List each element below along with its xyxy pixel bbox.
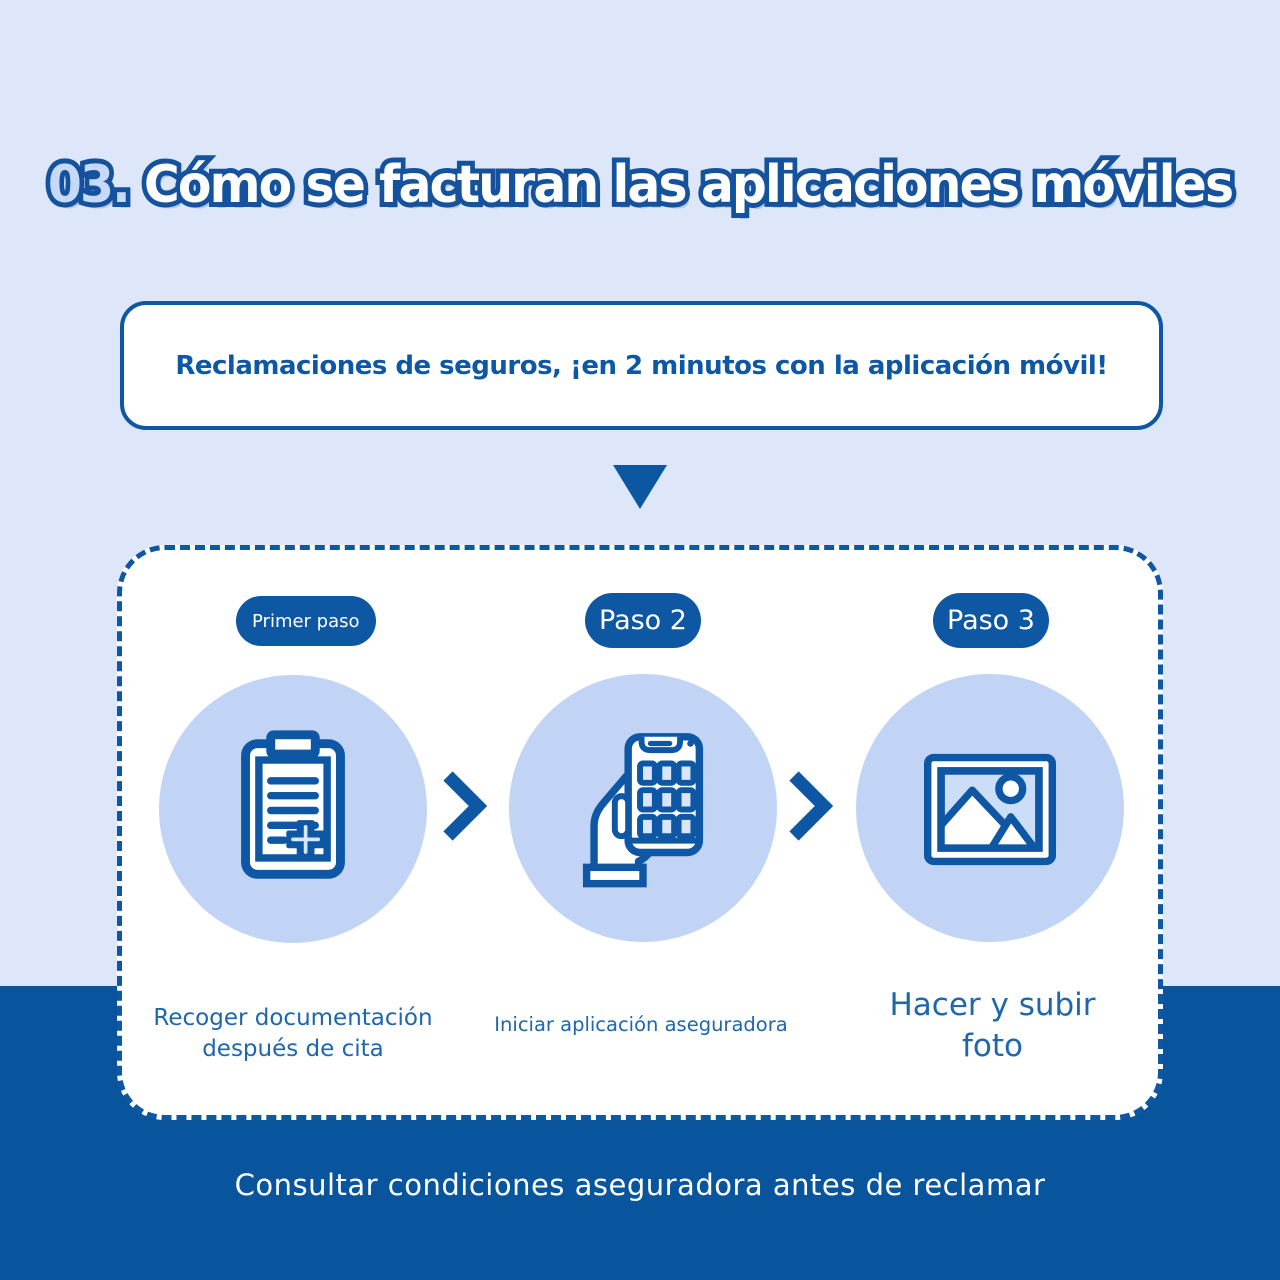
step-badge-2-label: Paso 2 — [599, 605, 687, 636]
step-1-circle — [159, 675, 427, 943]
step-2-circle — [509, 674, 777, 942]
step-2-caption: Iniciar aplicación aseguradora — [494, 1013, 788, 1036]
banner-box: Reclamaciones de seguros, ¡en 2 minutos … — [120, 301, 1163, 430]
title-main: Cómo se facturan las aplicaciones móvile… — [128, 155, 1234, 215]
step-badge-3-label: Paso 3 — [947, 605, 1035, 636]
step-badge-1-label: Primer paso — [252, 610, 360, 632]
step-3-circle — [856, 674, 1124, 942]
page-title-text: 03. Cómo se facturan las aplicaciones mó… — [38, 130, 1241, 240]
step-1-caption: Recoger documentación después de cita — [153, 1005, 433, 1063]
step-badge-2: Paso 2 — [585, 593, 701, 648]
page-title: 03. Cómo se facturan las aplicaciones mó… — [38, 130, 1241, 240]
arrow-down-icon — [613, 465, 667, 509]
chevron-right-icon — [789, 771, 834, 841]
footer-text: Consultar condiciones aseguradora antes … — [234, 1168, 1046, 1202]
banner-text: Reclamaciones de seguros, ¡en 2 minutos … — [175, 350, 1108, 381]
step-badge-3: Paso 3 — [933, 593, 1049, 648]
clipboard-document-icon — [241, 730, 345, 879]
photo-image-icon — [923, 753, 1057, 866]
title-number: 03. — [47, 155, 131, 215]
hand-holding-phone-icon — [582, 733, 704, 888]
step-badge-1: Primer paso — [236, 596, 376, 646]
page-title-outline: 03. Cómo se facturan las aplicaciones mó… — [43, 150, 1239, 220]
step-3-caption: Hacer y subir foto — [889, 987, 1096, 1064]
chevron-right-icon — [443, 771, 488, 841]
